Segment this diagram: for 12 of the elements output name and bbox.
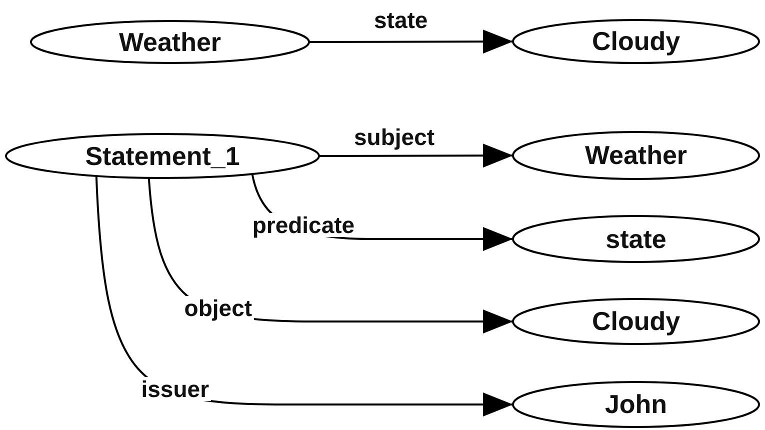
node-label: state [606,224,666,254]
edge-label: subject [352,125,437,149]
node-label: Weather [584,140,688,171]
arrow [319,144,513,168]
arrow [95,176,513,416]
node-label: John [604,389,668,420]
node-label: Weather [118,26,222,58]
node-label: Statement_1 [85,140,240,172]
arrow [309,30,513,54]
node-label: Cloudy [592,26,680,57]
edge-label: object [182,296,254,320]
node-label: Cloudy [592,306,680,337]
